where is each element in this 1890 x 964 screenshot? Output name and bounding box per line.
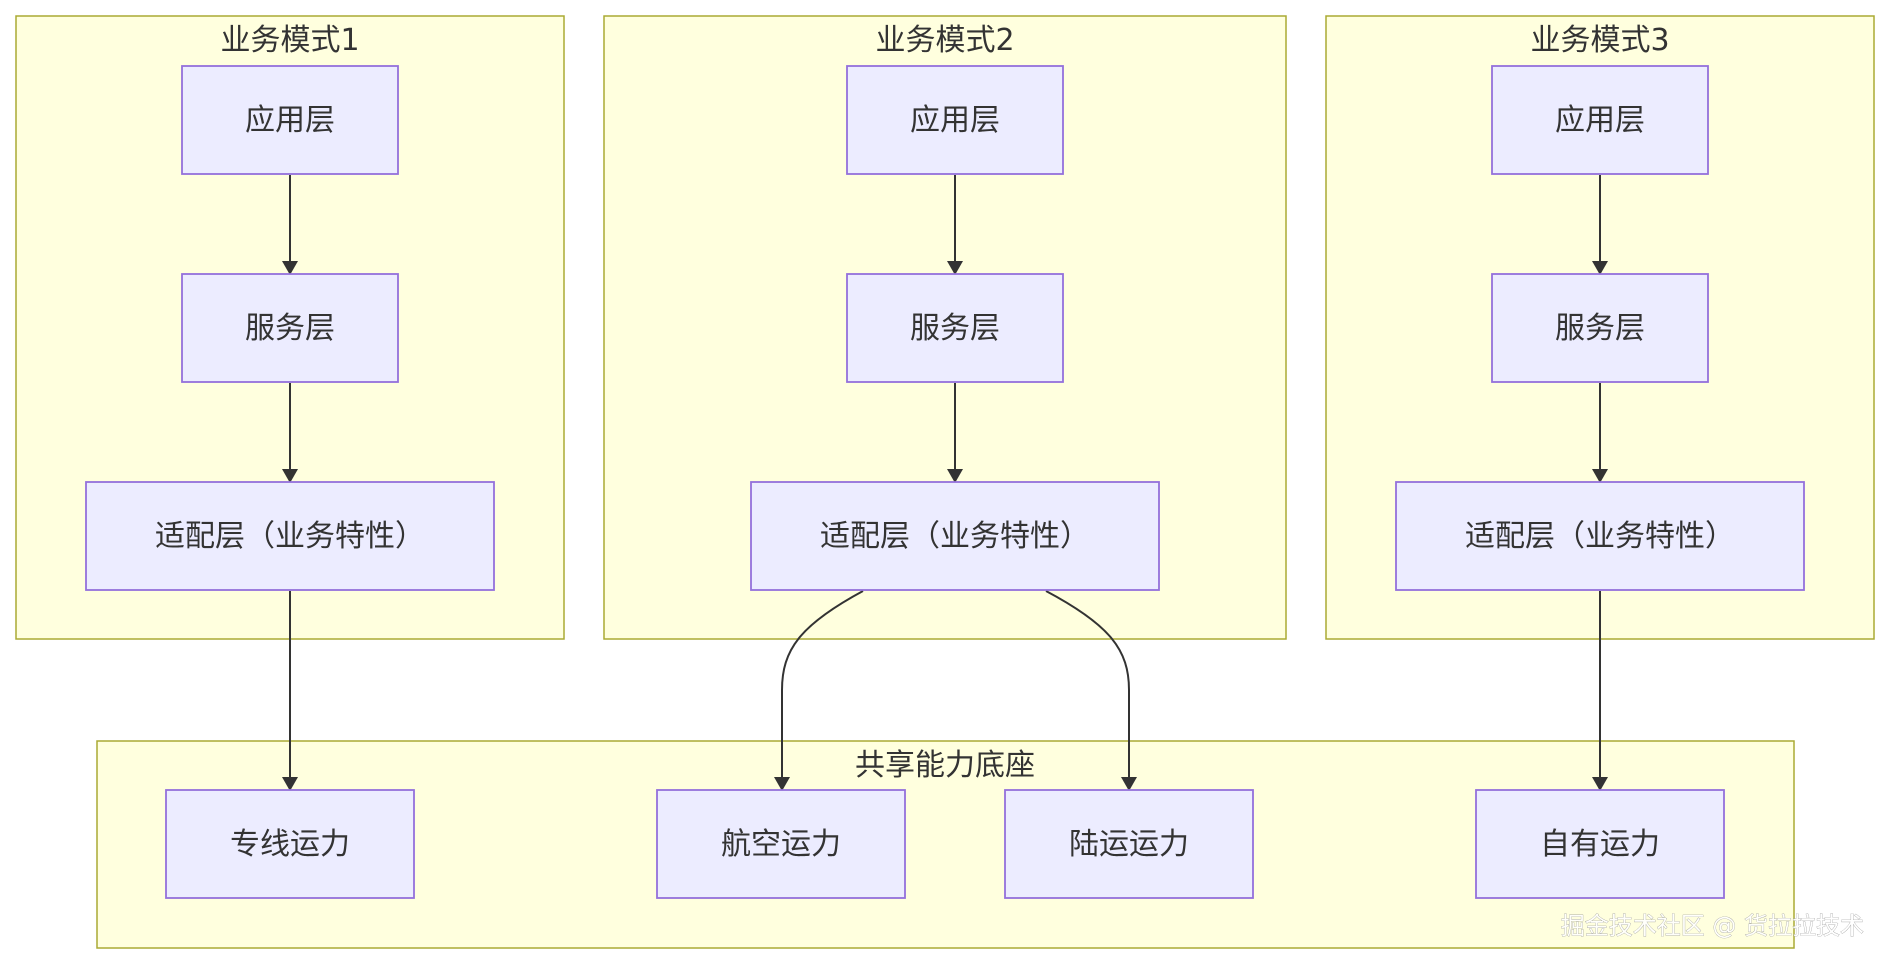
node-label: 适配层（业务特性） (820, 519, 1090, 554)
node-box[interactable] (1004, 789, 1254, 899)
node-box[interactable] (656, 789, 906, 899)
node-label: 服务层 (245, 311, 335, 346)
node-box[interactable] (1491, 65, 1709, 175)
cluster-mode-1-title: 业务模式1 (220, 23, 359, 58)
node-box[interactable] (1395, 481, 1805, 591)
node-m1-adapter-layer[interactable]: 适配层（业务特性） (85, 481, 495, 591)
node-m3-application-layer[interactable]: 应用层 (1491, 65, 1709, 175)
arrowhead (282, 777, 298, 791)
arrowhead (1592, 469, 1608, 483)
node-m3-service-layer[interactable]: 服务层 (1491, 273, 1709, 383)
node-m3-adapter-layer[interactable]: 适配层（业务特性） (1395, 481, 1805, 591)
node-label: 自有运力 (1540, 827, 1660, 862)
cluster-shared-capability-title: 共享能力底座 (855, 748, 1035, 783)
node-dedicated-capacity[interactable]: 专线运力 (165, 789, 415, 899)
node-m1-application-layer[interactable]: 应用层 (181, 65, 399, 175)
cluster-mode-2-title: 业务模式2 (875, 23, 1014, 58)
arrowhead (282, 261, 298, 275)
node-label: 服务层 (910, 311, 1000, 346)
node-m2-service-layer[interactable]: 服务层 (846, 273, 1064, 383)
node-label: 航空运力 (721, 827, 841, 862)
node-label: 专线运力 (230, 827, 350, 862)
node-label: 应用层 (1555, 103, 1645, 138)
node-label: 适配层（业务特性） (1465, 519, 1735, 554)
cluster-mode-3-title: 业务模式3 (1530, 23, 1669, 58)
node-box[interactable] (846, 65, 1064, 175)
arrowhead (774, 777, 790, 791)
watermark-text: 掘金技术社区 @ 货拉拉技术 (1561, 912, 1864, 940)
node-m2-adapter-layer[interactable]: 适配层（业务特性） (750, 481, 1160, 591)
arrowhead (1592, 261, 1608, 275)
node-box[interactable] (1475, 789, 1725, 899)
node-label: 适配层（业务特性） (155, 519, 425, 554)
node-label: 陆运运力 (1069, 827, 1189, 862)
edge-m2-adapt-to-land (1045, 590, 1130, 779)
node-own-capacity[interactable]: 自有运力 (1475, 789, 1725, 899)
node-box[interactable] (181, 65, 399, 175)
node-box[interactable] (165, 789, 415, 899)
node-box[interactable] (85, 481, 495, 591)
node-box[interactable] (750, 481, 1160, 591)
arrowhead (947, 469, 963, 483)
arrowhead (282, 469, 298, 483)
node-box[interactable] (1491, 273, 1709, 383)
edge-m2-adapt-to-air (781, 590, 864, 779)
node-m1-service-layer[interactable]: 服务层 (181, 273, 399, 383)
node-label: 服务层 (1555, 311, 1645, 346)
edges (282, 175, 1608, 791)
node-box[interactable] (181, 273, 399, 383)
node-box[interactable] (846, 273, 1064, 383)
node-air-capacity[interactable]: 航空运力 (656, 789, 906, 899)
arrowhead (947, 261, 963, 275)
node-m2-application-layer[interactable]: 应用层 (846, 65, 1064, 175)
node-label: 应用层 (245, 103, 335, 138)
arrowhead (1592, 777, 1608, 791)
arrowhead (1121, 777, 1137, 791)
node-land-capacity[interactable]: 陆运运力 (1004, 789, 1254, 899)
node-label: 应用层 (910, 103, 1000, 138)
